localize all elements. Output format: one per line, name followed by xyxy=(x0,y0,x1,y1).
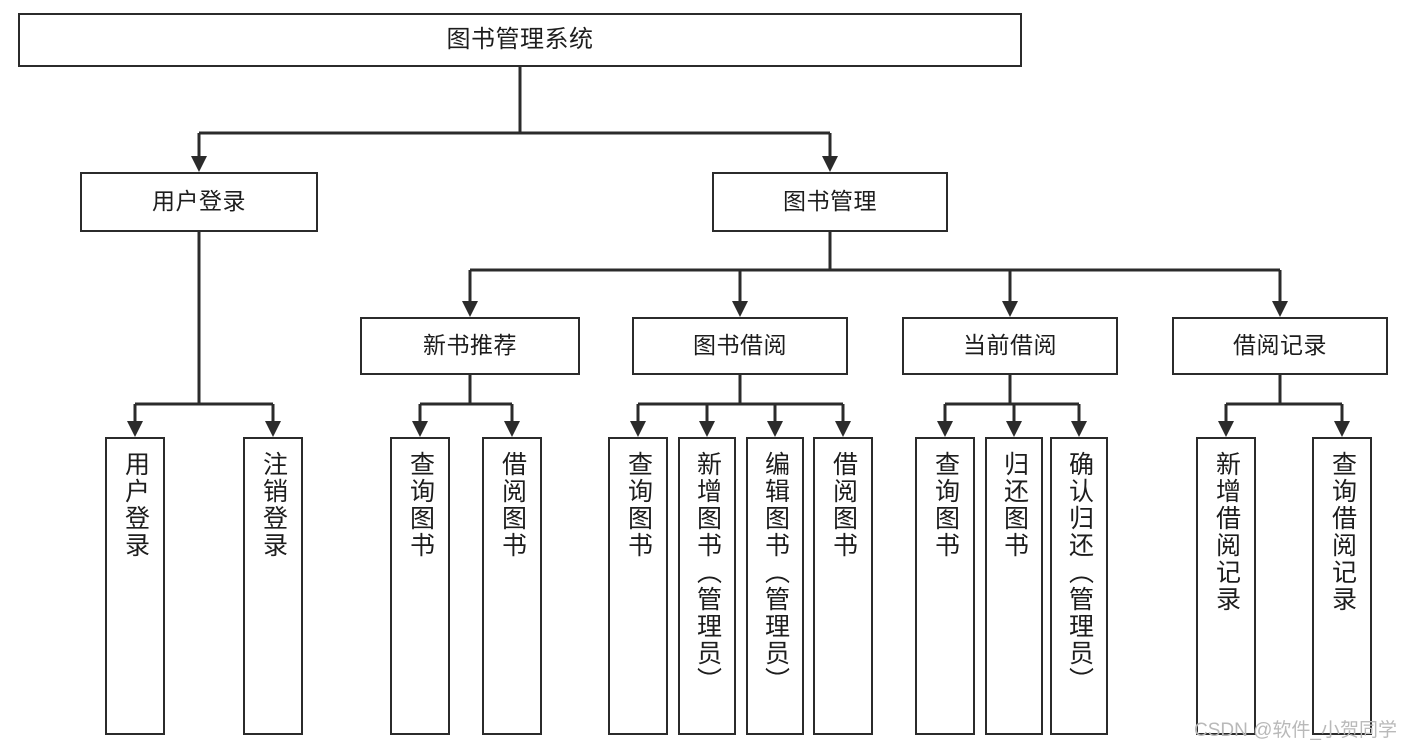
node-re-add[interactable]: 新增借阅记录 xyxy=(1196,437,1256,735)
edge-borrow-to-bo-edit-arrowhead xyxy=(767,421,783,437)
csdn-watermark: CSDN @软件_小贺同学 xyxy=(1194,720,1397,741)
node-label: 新书推荐 xyxy=(423,332,517,359)
edge-root-to-login-arrowhead xyxy=(191,156,207,172)
node-bo-edit[interactable]: 编辑图书（管理员） xyxy=(746,437,804,735)
edge-borrow-to-bo-add-arrowhead xyxy=(699,421,715,437)
node-label: 借阅图书 xyxy=(498,451,527,559)
node-bo-add[interactable]: 新增图书（管理员） xyxy=(678,437,736,735)
node-newbooks[interactable]: 新书推荐 xyxy=(360,317,580,375)
edge-borrow-to-bo-query-arrowhead xyxy=(630,421,646,437)
edge-borrow-to-bo-borrow-arrowhead xyxy=(835,421,851,437)
node-bo-borrow[interactable]: 借阅图书 xyxy=(813,437,873,735)
node-label: 归还图书 xyxy=(1000,451,1029,559)
node-cu-confirm[interactable]: 确认归还（管理员） xyxy=(1050,437,1108,735)
node-label: 查询图书 xyxy=(406,451,435,559)
node-current[interactable]: 当前借阅 xyxy=(902,317,1118,375)
node-label: 借阅记录 xyxy=(1233,332,1327,359)
node-label: 新增借阅记录 xyxy=(1212,451,1241,613)
node-l-login[interactable]: 用户登录 xyxy=(105,437,165,735)
node-label: 查询借阅记录 xyxy=(1328,451,1357,613)
node-bookmgmt[interactable]: 图书管理 xyxy=(712,172,948,232)
node-label: 用户登录 xyxy=(121,451,150,559)
node-label: 注销登录 xyxy=(259,451,288,559)
node-label: 确认归还（管理员） xyxy=(1065,451,1094,694)
edge-login-to-l-login-arrowhead xyxy=(127,421,143,437)
edge-records-to-re-query-arrowhead xyxy=(1334,421,1350,437)
node-label: 图书管理系统 xyxy=(446,25,594,53)
edge-newbooks-to-nb-borrow-arrowhead xyxy=(504,421,520,437)
edge-bookmgmt-to-records-arrowhead xyxy=(1272,301,1288,317)
node-label: 图书管理 xyxy=(783,188,877,215)
node-root[interactable]: 图书管理系统 xyxy=(18,13,1022,67)
node-nb-borrow[interactable]: 借阅图书 xyxy=(482,437,542,735)
edge-bookmgmt-to-newbooks-arrowhead xyxy=(462,301,478,317)
node-label: 用户登录 xyxy=(152,188,246,215)
node-records[interactable]: 借阅记录 xyxy=(1172,317,1388,375)
edge-current-to-cu-confirm-arrowhead xyxy=(1071,421,1087,437)
node-bo-query[interactable]: 查询图书 xyxy=(608,437,668,735)
node-login[interactable]: 用户登录 xyxy=(80,172,318,232)
node-cu-query[interactable]: 查询图书 xyxy=(915,437,975,735)
node-label: 借阅图书 xyxy=(829,451,858,559)
edge-bookmgmt-to-borrow-arrowhead xyxy=(732,301,748,317)
node-l-logout[interactable]: 注销登录 xyxy=(243,437,303,735)
edge-newbooks-to-nb-query-arrowhead xyxy=(412,421,428,437)
node-nb-query[interactable]: 查询图书 xyxy=(390,437,450,735)
edge-root-to-bookmgmt-arrowhead xyxy=(822,156,838,172)
node-cu-return[interactable]: 归还图书 xyxy=(985,437,1043,735)
edge-records-to-re-add-arrowhead xyxy=(1218,421,1234,437)
node-label: 查询图书 xyxy=(931,451,960,559)
edge-bookmgmt-to-current-arrowhead xyxy=(1002,301,1018,317)
node-label: 编辑图书（管理员） xyxy=(761,451,790,694)
node-label: 新增图书（管理员） xyxy=(693,451,722,694)
edge-login-to-l-logout-arrowhead xyxy=(265,421,281,437)
edge-current-to-cu-query-arrowhead xyxy=(937,421,953,437)
edge-current-to-cu-return-arrowhead xyxy=(1006,421,1022,437)
node-label: 当前借阅 xyxy=(963,332,1057,359)
node-borrow[interactable]: 图书借阅 xyxy=(632,317,848,375)
node-label: 图书借阅 xyxy=(693,332,787,359)
node-re-query[interactable]: 查询借阅记录 xyxy=(1312,437,1372,735)
node-label: 查询图书 xyxy=(624,451,653,559)
